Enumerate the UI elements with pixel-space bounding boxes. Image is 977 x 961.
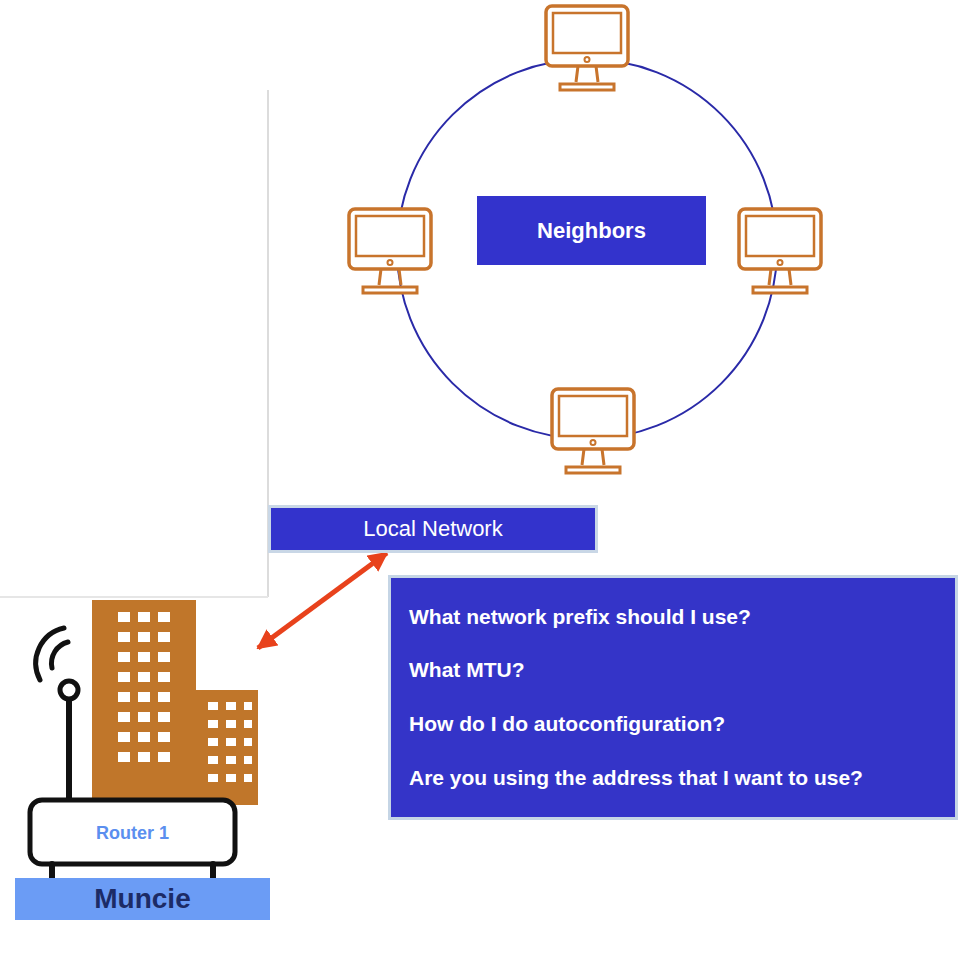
network-band: Local Network <box>268 505 598 553</box>
node-label: Local Network <box>363 516 502 542</box>
neighbor-ring <box>397 59 777 439</box>
node-label: Neighbors <box>537 218 646 244</box>
neighbors-box: Neighbors <box>477 196 706 265</box>
question-text: Are you using the address that I want to… <box>409 764 863 792</box>
computer-icon <box>739 209 821 293</box>
question-text: What MTU? <box>409 656 524 684</box>
computer-icon <box>546 6 628 90</box>
question-box: What network prefix should I use? What MT… <box>388 575 958 820</box>
question-text: What network prefix should I use? <box>409 603 751 631</box>
question-text: How do I do autoconfiguration? <box>409 710 725 738</box>
node-label: Router 1 <box>96 822 169 844</box>
site-band: Muncie <box>15 878 270 920</box>
double-arrow <box>258 553 387 648</box>
computer-icon <box>349 209 431 293</box>
building-icon <box>92 600 258 805</box>
panel-edge <box>0 596 268 598</box>
router-icon <box>30 628 235 878</box>
router-node: Router 1 <box>30 600 258 880</box>
computer-icon <box>552 389 634 473</box>
node-label: Muncie <box>94 883 190 915</box>
